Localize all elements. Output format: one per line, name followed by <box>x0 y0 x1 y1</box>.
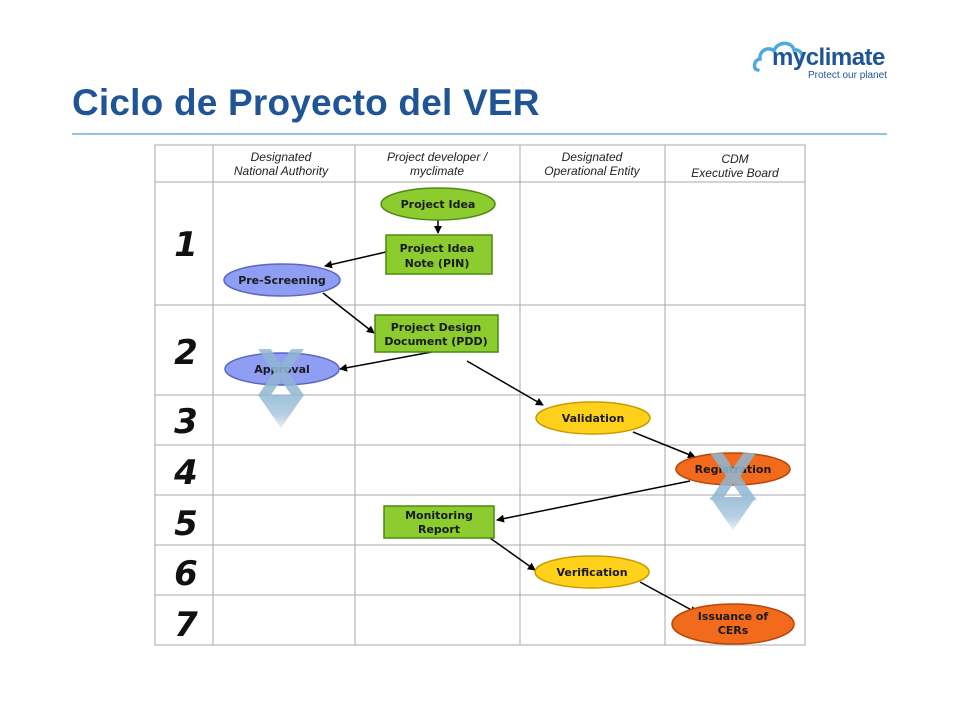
cross-mark-approval: X <box>256 338 306 428</box>
column-header-doe-line1: Designated <box>562 150 623 164</box>
node-label: Project Design <box>391 321 482 334</box>
cross-mark: X <box>256 338 305 412</box>
row-number-6: 6 <box>174 554 198 594</box>
cross-pointer <box>258 395 304 428</box>
row-number-4: 4 <box>173 453 198 493</box>
cloud-icon <box>752 41 804 72</box>
node-label: Registration <box>695 463 772 476</box>
node-monitoring-report: Monitoring Report <box>383 505 495 539</box>
arrow-verification-to-issuance <box>639 581 698 614</box>
row-number-3: 3 <box>174 402 198 442</box>
column-header-doe-line2: Operational Entity <box>544 164 640 178</box>
node-label: Verification <box>556 566 627 579</box>
cross-mark: X <box>708 442 757 516</box>
row-number-7: 7 <box>174 605 198 645</box>
node-label: Project Idea <box>400 242 475 255</box>
arrow-prescreening-to-pdd <box>322 292 375 334</box>
node-label: Approval <box>254 363 310 376</box>
column-header-dna-line2: National Authority <box>234 164 329 178</box>
node-issuance-of-cers: Issuance of CERs <box>671 603 795 645</box>
arrow-registration-to-monitoring <box>496 480 691 523</box>
logo-tagline: Protect our planet <box>808 70 887 81</box>
swimlane-grid <box>154 144 806 646</box>
column-header-developer-line2: myclimate <box>410 164 464 178</box>
myclimate-logo: myclimate Protect our planet <box>752 36 892 82</box>
node-verification: Verification <box>534 555 650 589</box>
row-numbers: 1 2 3 4 5 6 7 <box>173 225 198 645</box>
row-number-2: 2 <box>174 333 198 373</box>
node-label: Validation <box>562 412 625 425</box>
row-number-1: 1 <box>174 225 198 265</box>
node-label: Note (PIN) <box>405 257 470 270</box>
row-number-5: 5 <box>174 504 198 544</box>
cross-mark-registration: X <box>708 442 758 530</box>
node-label: Document (PDD) <box>384 335 487 348</box>
node-label: Issuance of <box>698 610 769 623</box>
node-label: Report <box>418 523 460 536</box>
node-label: Project Idea <box>401 198 476 211</box>
node-approval: Approval <box>224 352 340 386</box>
node-project-idea: Project Idea <box>380 187 496 221</box>
slide-title: Ciclo de Proyecto del VER <box>72 82 540 123</box>
arrow-pdd-to-approval <box>339 350 438 372</box>
node-label: CERs <box>718 624 749 637</box>
node-registration: Registration <box>675 452 791 486</box>
title-underline <box>72 133 887 135</box>
node-label: Pre-Screening <box>238 274 326 287</box>
column-header-eb-line1: CDM <box>721 152 748 166</box>
node-pin: Project Idea Note (PIN) <box>385 234 493 275</box>
node-pdd: Project Design Document (PDD) <box>374 314 499 353</box>
column-header-eb-line2: Executive Board <box>691 166 779 180</box>
column-header-developer-line1: Project developer / <box>387 150 489 164</box>
node-pre-screening: Pre-Screening <box>223 263 341 297</box>
flow-arrows <box>322 220 698 614</box>
column-headers: Designated National Authority Project de… <box>234 150 779 180</box>
arrow-pin-to-prescreening <box>324 251 387 269</box>
logo-name: myclimate <box>772 44 885 71</box>
node-label: Monitoring <box>405 509 473 522</box>
arrow-monitoring-to-verification <box>489 537 536 571</box>
arrow-validation-to-registration <box>632 431 696 459</box>
column-header-dna-line1: Designated <box>251 150 312 164</box>
cross-pointer <box>710 497 756 530</box>
arrow-pdd-to-validation <box>466 360 544 406</box>
node-validation: Validation <box>535 401 651 435</box>
